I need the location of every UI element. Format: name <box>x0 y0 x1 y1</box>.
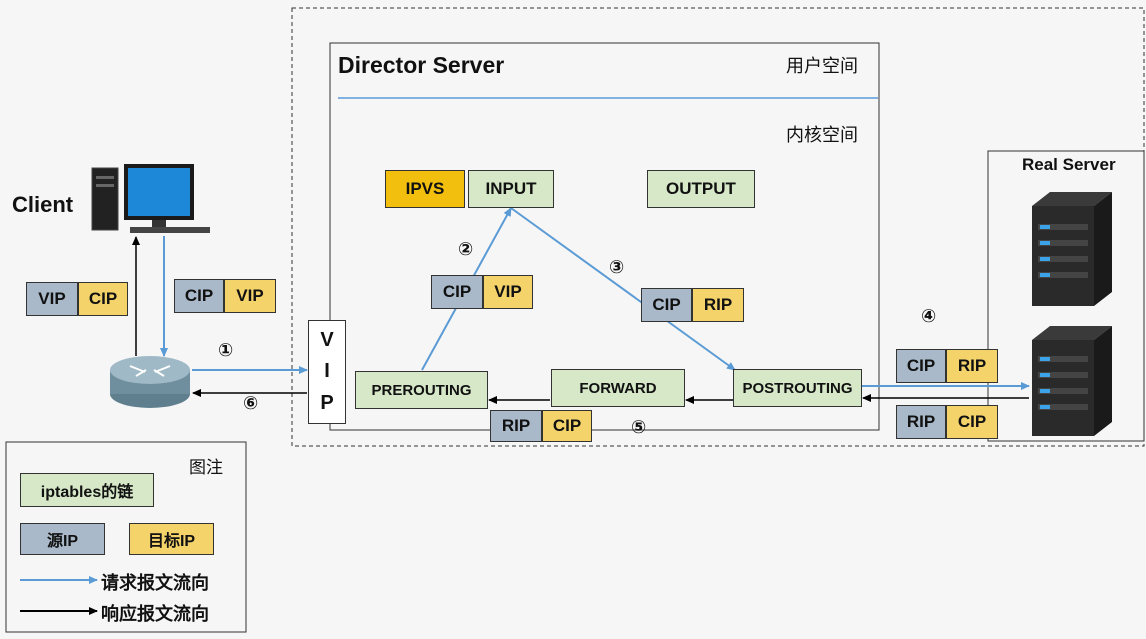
chain-postrouting: POSTROUTING <box>733 369 862 407</box>
pair-client-right-src: CIP <box>174 279 224 313</box>
legend-title: 图注 <box>189 458 223 477</box>
kernel-space-label: 内核空间 <box>786 125 858 145</box>
real-server-label: Real Server <box>1022 155 1116 174</box>
legend-request-label: 请求报文流向 <box>101 573 209 593</box>
user-space-label: 用户空间 <box>786 56 858 76</box>
server-icon-1 <box>1032 192 1112 306</box>
pair-client-left-dst: CIP <box>78 282 128 316</box>
director-server-title: Director Server <box>338 52 505 78</box>
pair-step5-src: RIP <box>490 410 542 442</box>
server-icon-2 <box>1032 326 1112 436</box>
pair-rs-bottom-src: RIP <box>896 405 946 439</box>
step-2: ② <box>458 239 474 259</box>
pair-client-left-src: VIP <box>26 282 78 316</box>
pair-step2-dst: VIP <box>483 275 533 309</box>
client-label: Client <box>12 192 74 217</box>
pair-rs-bottom-dst: CIP <box>946 405 998 439</box>
pair-step2-src: CIP <box>431 275 483 309</box>
vip-letter-i: I <box>324 360 330 383</box>
legend-response-label: 响应报文流向 <box>101 604 209 624</box>
step-6: ⑥ <box>243 393 259 413</box>
step-3: ③ <box>609 257 625 277</box>
vip-letter-v: V <box>320 329 334 352</box>
chain-prerouting: PREROUTING <box>355 371 488 409</box>
real-server-box <box>987 150 1145 442</box>
legend-chain-swatch: iptables的链 <box>20 473 154 507</box>
chain-ipvs: IPVS <box>385 170 465 208</box>
director-server-box <box>329 42 880 431</box>
step-1: ① <box>218 340 234 360</box>
computer-icon <box>91 164 210 233</box>
router-icon <box>110 356 190 408</box>
vip-letter-p: P <box>320 391 334 414</box>
pair-step3-src: CIP <box>641 288 692 322</box>
pair-client-right-dst: VIP <box>224 279 276 313</box>
step-4: ④ <box>921 306 937 326</box>
step-5: ⑤ <box>631 417 647 437</box>
chain-input: INPUT <box>468 170 554 208</box>
legend-source-ip-swatch: 源IP <box>20 523 105 555</box>
legend-target-ip-swatch: 目标IP <box>129 523 214 555</box>
pair-rs-top-src: CIP <box>896 349 946 383</box>
chain-output: OUTPUT <box>647 170 755 208</box>
pair-rs-top-dst: RIP <box>946 349 998 383</box>
vip-interface-box: V I P <box>308 320 346 424</box>
pair-step5-dst: CIP <box>542 410 592 442</box>
chain-forward: FORWARD <box>551 369 685 407</box>
arrow-input-to-postrouting <box>510 207 736 371</box>
pair-step3-dst: RIP <box>692 288 744 322</box>
